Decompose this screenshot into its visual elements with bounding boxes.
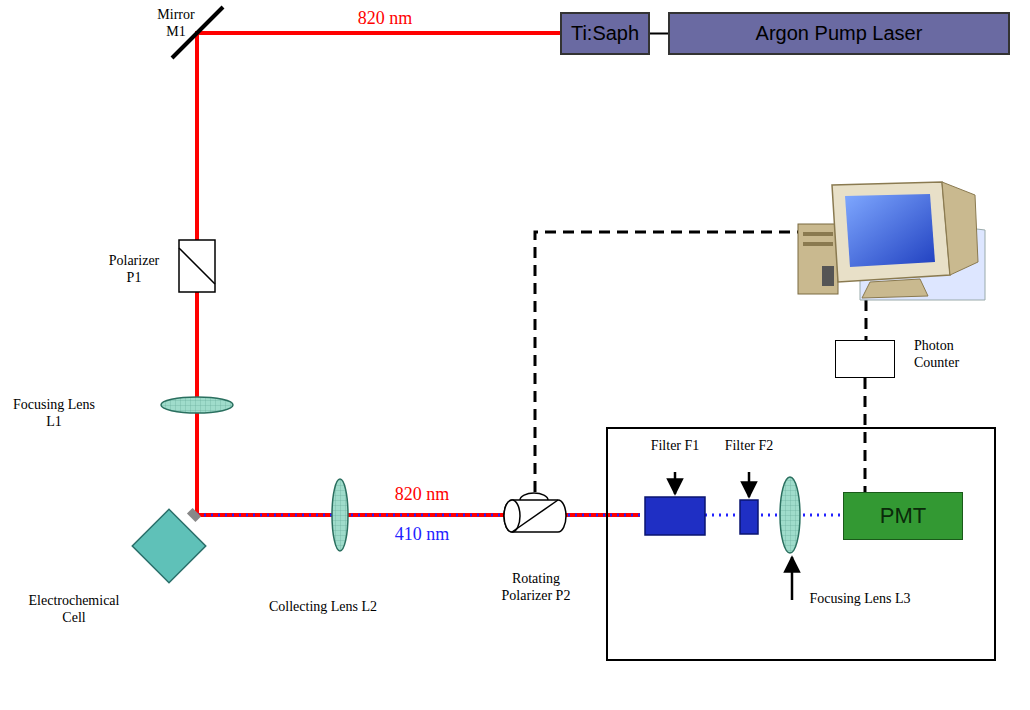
- laser-box: Ti:Saph: [560, 12, 650, 55]
- leader-arrow: [748, 472, 751, 497]
- device-name: Argon Pump Laser: [756, 22, 923, 45]
- laser-box: Argon Pump Laser: [668, 12, 1010, 55]
- signal-line: [864, 378, 867, 492]
- counter-box: Photon Counter: [835, 340, 895, 378]
- wavelength-label: 820 nm: [382, 484, 462, 505]
- device-label: Photon Counter: [914, 337, 974, 371]
- part-label: Focusing Lens L1: [4, 396, 104, 430]
- blue-beam: [705, 514, 843, 517]
- pump-link: [650, 33, 668, 35]
- leader-arrow: [674, 472, 677, 494]
- lens-symbol: [332, 479, 348, 551]
- cell-window: [187, 508, 201, 522]
- polarizer-symbol: [179, 240, 215, 292]
- control-line: [865, 300, 868, 340]
- part-label: Collecting Lens L2: [268, 598, 378, 615]
- part-label: Focusing Lens L3: [805, 590, 915, 607]
- part-label: Rotating Polarizer P2: [492, 570, 580, 604]
- device-name: PMT: [880, 503, 926, 529]
- computer-icon: [798, 182, 985, 300]
- lens-symbol: [780, 477, 800, 553]
- filter-symbol: [740, 500, 758, 534]
- control-line: [535, 232, 800, 492]
- blue-beam: [197, 514, 640, 517]
- leader-arrow: [791, 557, 794, 600]
- part-label: Polarizer P1: [100, 252, 168, 286]
- device-name: Ti:Saph: [571, 22, 639, 45]
- lens-symbol: [161, 397, 233, 413]
- rotating-polarizer-symbol: [504, 493, 566, 532]
- wavelength-label: 410 nm: [382, 524, 462, 545]
- part-label: Filter F1: [650, 437, 700, 454]
- detector-box: PMT: [843, 492, 963, 540]
- part-label: Filter F2: [722, 437, 776, 454]
- detector-enclosure: [607, 428, 995, 660]
- wavelength-label: 820 nm: [345, 8, 425, 29]
- part-label: Mirror M1: [150, 6, 202, 40]
- polarizer-symbol: [179, 248, 215, 284]
- laser-beam: [197, 33, 640, 515]
- filter-symbol: [645, 497, 705, 535]
- part-label: Electrochemical Cell: [18, 592, 130, 626]
